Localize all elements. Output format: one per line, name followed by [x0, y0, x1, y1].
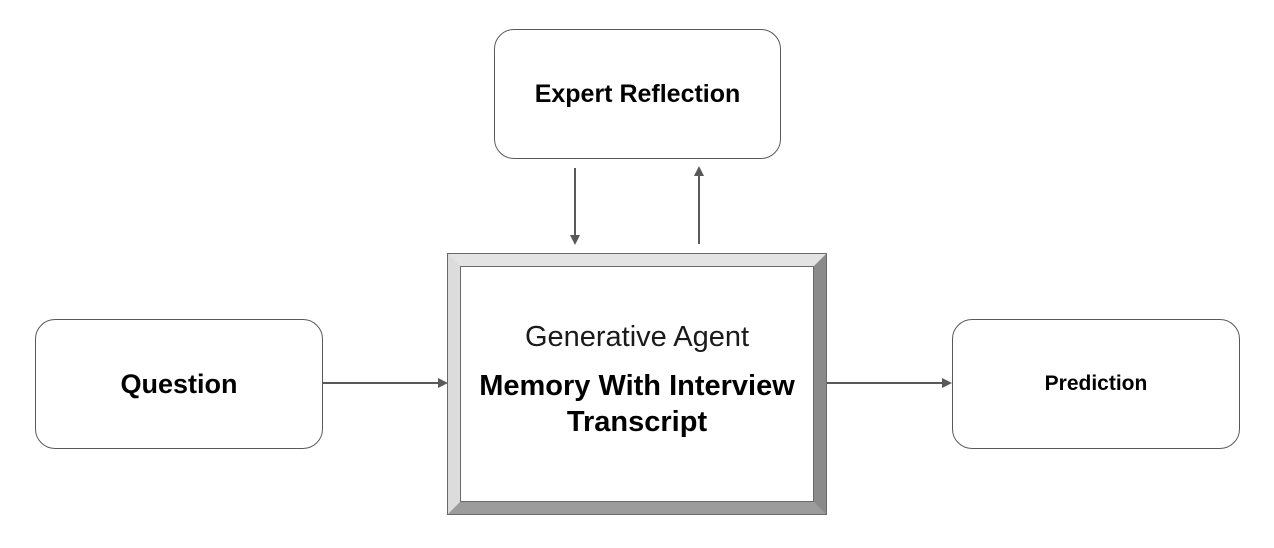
- generative-agent-inner-panel: Generative Agent Memory With Interview T…: [460, 266, 814, 502]
- expert-reflection-label: Expert Reflection: [534, 79, 741, 108]
- generative-agent-node: Generative Agent Memory With Interview T…: [447, 253, 827, 515]
- generative-agent-title: Generative Agent: [524, 320, 750, 353]
- prediction-label: Prediction: [1044, 372, 1148, 395]
- question-label: Question: [120, 368, 238, 399]
- expert-reflection-node: Expert Reflection: [494, 29, 781, 159]
- question-node: Question: [35, 319, 323, 449]
- generative-agent-memory-label: Memory With Interview Transcript: [479, 369, 795, 438]
- prediction-node: Prediction: [952, 319, 1240, 449]
